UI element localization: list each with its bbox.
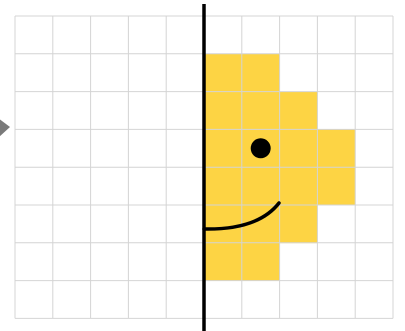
- filled-cell-r4-c8: [317, 167, 355, 205]
- filled-cell-r2-c6: [242, 92, 280, 130]
- filled-cell-r4-c7: [280, 167, 318, 205]
- filled-cell-r6-c6: [242, 243, 280, 281]
- filled-cell-r3-c7: [280, 129, 318, 167]
- filled-cell-r2-c7: [280, 92, 318, 130]
- filled-cell-r1-c5: [204, 54, 242, 92]
- edge-mark-layer: [0, 118, 10, 138]
- filled-cell-r4-c6: [242, 167, 280, 205]
- filled-cell-r5-c7: [280, 205, 318, 243]
- filled-cell-r6-c5: [204, 243, 242, 281]
- filled-cell-r2-c5: [204, 92, 242, 130]
- partial-arrow-icon: [0, 118, 10, 138]
- filled-cell-r3-c5: [204, 129, 242, 167]
- filled-cell-r3-c8: [317, 129, 355, 167]
- filled-cell-r1-c6: [242, 54, 280, 92]
- eye-dot-icon: [251, 138, 271, 158]
- filled-cell-r5-c5: [204, 205, 242, 243]
- filled-cell-r4-c5: [204, 167, 242, 205]
